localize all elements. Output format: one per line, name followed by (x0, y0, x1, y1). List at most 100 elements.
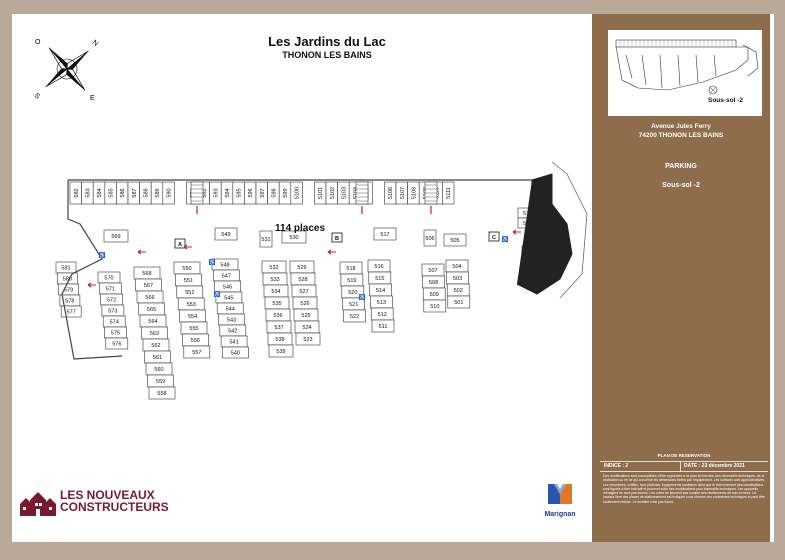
parking-spot: 547 (213, 269, 240, 282)
stairs-icon (424, 181, 438, 214)
spot-number: 502 (454, 288, 463, 294)
spot-number: 557 (192, 350, 201, 356)
parking-spot: 5101 (314, 181, 327, 205)
spot-number: 584 (97, 188, 103, 197)
spot-number: 538 (275, 337, 284, 343)
parking-spot: 593 (209, 181, 222, 205)
parking-spot: 530 (281, 230, 307, 244)
parking-spot: 550 (173, 261, 201, 275)
parking-spot: 568 (133, 266, 161, 280)
parking-spot: 571 (99, 282, 122, 295)
parking-spot: 569 (103, 229, 129, 243)
spot-number: 539 (276, 349, 285, 355)
spot-number: 579 (64, 288, 73, 294)
developer-name: LES NOUVEAUX CONSTRUCTEURS (60, 489, 169, 513)
spot-number: 595 (237, 188, 243, 197)
parking-spot: 561 (144, 350, 171, 364)
spot-number: 532 (269, 265, 278, 271)
spot-number: 508 (429, 280, 438, 286)
revision-index: INDICE : 2 (604, 463, 629, 469)
plan-drawing: 5825835845855865875885895905915925935945… (55, 161, 588, 400)
spot-number: 598 (271, 188, 277, 197)
parking-spot: 508 (422, 275, 445, 289)
parking-spot: 572 (100, 293, 123, 306)
spot-number: 596 (248, 188, 254, 197)
parking-spot: 529 (289, 260, 315, 274)
spot-number: 581 (61, 266, 70, 272)
parking-spot: 562 (142, 338, 170, 352)
spot-number: 561 (153, 355, 162, 361)
core-b: B (331, 232, 343, 243)
spot-number: 529 (297, 265, 306, 271)
spot-number: 5101 (318, 187, 324, 199)
spot-number: 522 (350, 314, 359, 320)
spot-number: 523 (303, 337, 312, 343)
spot-number: 510 (430, 304, 439, 310)
parking-spot: 517 (373, 227, 397, 241)
parking-spot: 566 (136, 290, 164, 304)
compass-north: N (91, 39, 99, 48)
parking-spot: 544 (216, 302, 244, 315)
marignan-m-icon (548, 484, 572, 504)
parking-spot: 501 (447, 295, 471, 309)
parking-spot: 514 (369, 283, 392, 297)
spot-number: 582 (74, 188, 80, 197)
entrance-arrow-icon (183, 244, 192, 250)
spot-number: 518 (346, 266, 355, 272)
parking-spot: 518 (339, 261, 363, 275)
parking-spot: 565 (138, 302, 165, 316)
parking-spot: 555 (180, 321, 208, 335)
spot-number: 526 (300, 301, 309, 307)
parking-spot: 586 (116, 181, 129, 205)
divider (680, 462, 681, 471)
core-a: A (174, 238, 186, 249)
parking-spot: 549 (214, 227, 238, 241)
reservation-plan-title: PLAN DE RESERVATION (657, 453, 711, 458)
spot-number: 576 (112, 342, 121, 348)
parking-spot: 5100 (290, 181, 303, 205)
spot-number: 583 (85, 188, 91, 197)
developer-line1: LES NOUVEAUX (60, 488, 155, 502)
spot-number: 504 (452, 264, 461, 270)
parking-spot: 552 (176, 285, 204, 299)
parking-spot: 575 (104, 326, 127, 339)
spot-number: 594 (225, 188, 231, 197)
parking-spot: 502 (446, 283, 470, 297)
parking-spot: 5107 (395, 181, 408, 205)
parking-spot: 540 (222, 346, 249, 359)
parking-spot: 535 (264, 296, 290, 310)
parking-spot: 520 (341, 285, 365, 299)
parking-spot: 513 (370, 295, 393, 309)
project-city: THONON LES BAINS (282, 50, 372, 60)
spot-number: 551 (184, 278, 193, 284)
parking-spot: 558 (148, 386, 176, 400)
spot-number: 511 (379, 324, 388, 330)
spot-number: 520 (348, 290, 357, 296)
parking-spot: 594 (220, 181, 234, 205)
spot-number: 537 (274, 325, 283, 331)
parking-spot: 507 (421, 263, 445, 277)
spot-number: 554 (188, 314, 197, 320)
spot-number: 5102 (330, 187, 336, 199)
parking-spot: 590 (162, 181, 175, 205)
spot-number: 571 (106, 287, 115, 293)
partner-logo: Marignan (540, 482, 580, 518)
spot-number: 567 (144, 283, 153, 289)
spot-number: 550 (182, 266, 191, 272)
parking-spot: 525 (293, 308, 319, 322)
parking-spot: 503 (446, 271, 469, 285)
parking-spot: 5108 (407, 181, 420, 205)
entrance-arrow-icon (512, 229, 521, 235)
parking-spot: 541 (220, 335, 248, 348)
spot-number: 577 (67, 310, 76, 316)
compass-rose-icon: N E S O (33, 39, 99, 102)
spot-number: 564 (148, 319, 157, 325)
spot-number: 589 (155, 188, 161, 197)
spot-number: 5110 (435, 187, 441, 199)
spot-number: 556 (191, 338, 200, 344)
key-plan-thumbnail (608, 30, 762, 116)
accessible-parking-icon: ♿ (99, 252, 106, 259)
revision-row: INDICE : 2 DATE : 23 décembre 2021 (600, 461, 768, 472)
key-plan-label: Sous-sol -2 (708, 97, 744, 104)
